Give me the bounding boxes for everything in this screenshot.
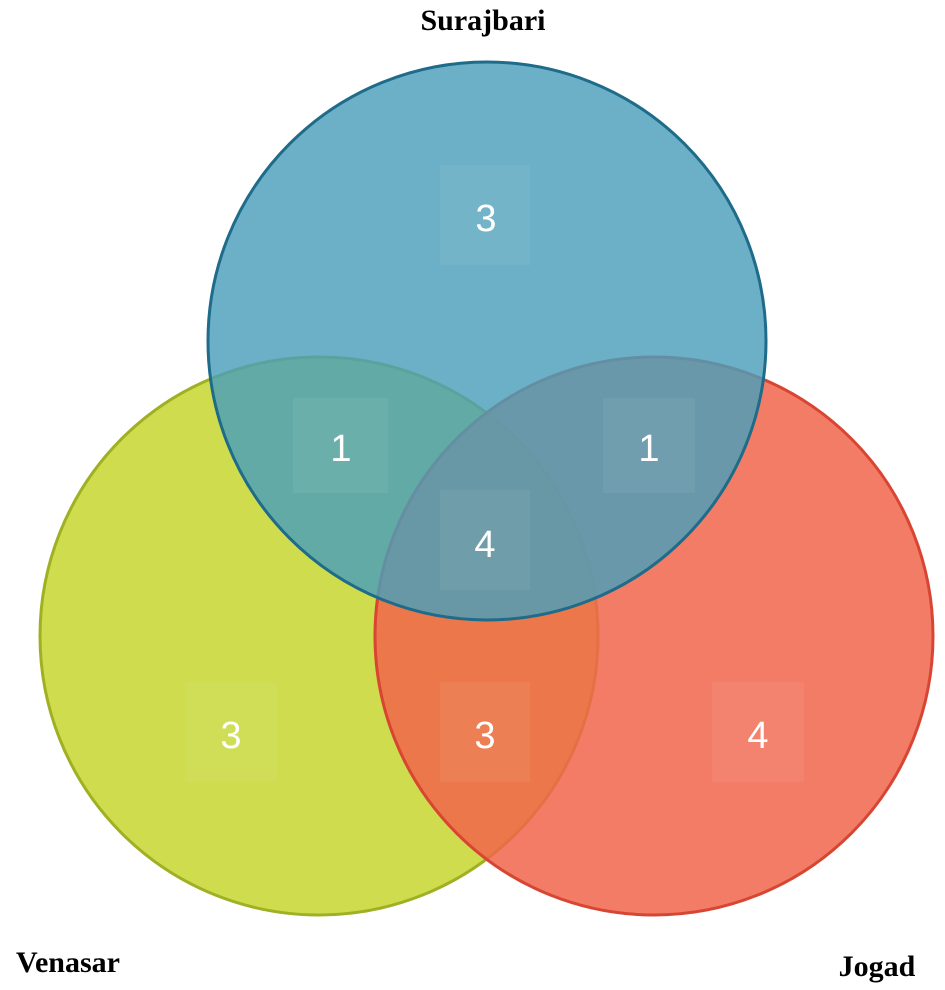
region-bg-jogad-only — [712, 682, 804, 782]
region-bg-all-three — [440, 490, 530, 590]
count-jogad-only: 4 — [747, 715, 768, 757]
region-bg-surajbari-jogad — [603, 398, 695, 493]
count-venasar-only: 3 — [220, 715, 241, 757]
surajbari-circle — [206, 60, 768, 622]
region-bg-venasar-only — [185, 682, 277, 782]
count-surajbari-only: 3 — [475, 198, 496, 240]
region-bg-venasar-jogad — [440, 682, 530, 782]
set-label-surajbari: Surajbari — [420, 4, 545, 37]
count-venasar-jogad: 3 — [474, 715, 495, 757]
region-bg-surajbari-only — [440, 165, 530, 265]
region-bg-surajbari-venasar — [293, 398, 388, 493]
count-surajbari-jogad: 1 — [638, 428, 659, 470]
set-label-jogad: Jogad — [839, 950, 916, 983]
count-all-three: 4 — [474, 524, 495, 566]
count-surajbari-venasar: 1 — [330, 428, 351, 470]
set-label-venasar: Venasar — [16, 946, 120, 979]
